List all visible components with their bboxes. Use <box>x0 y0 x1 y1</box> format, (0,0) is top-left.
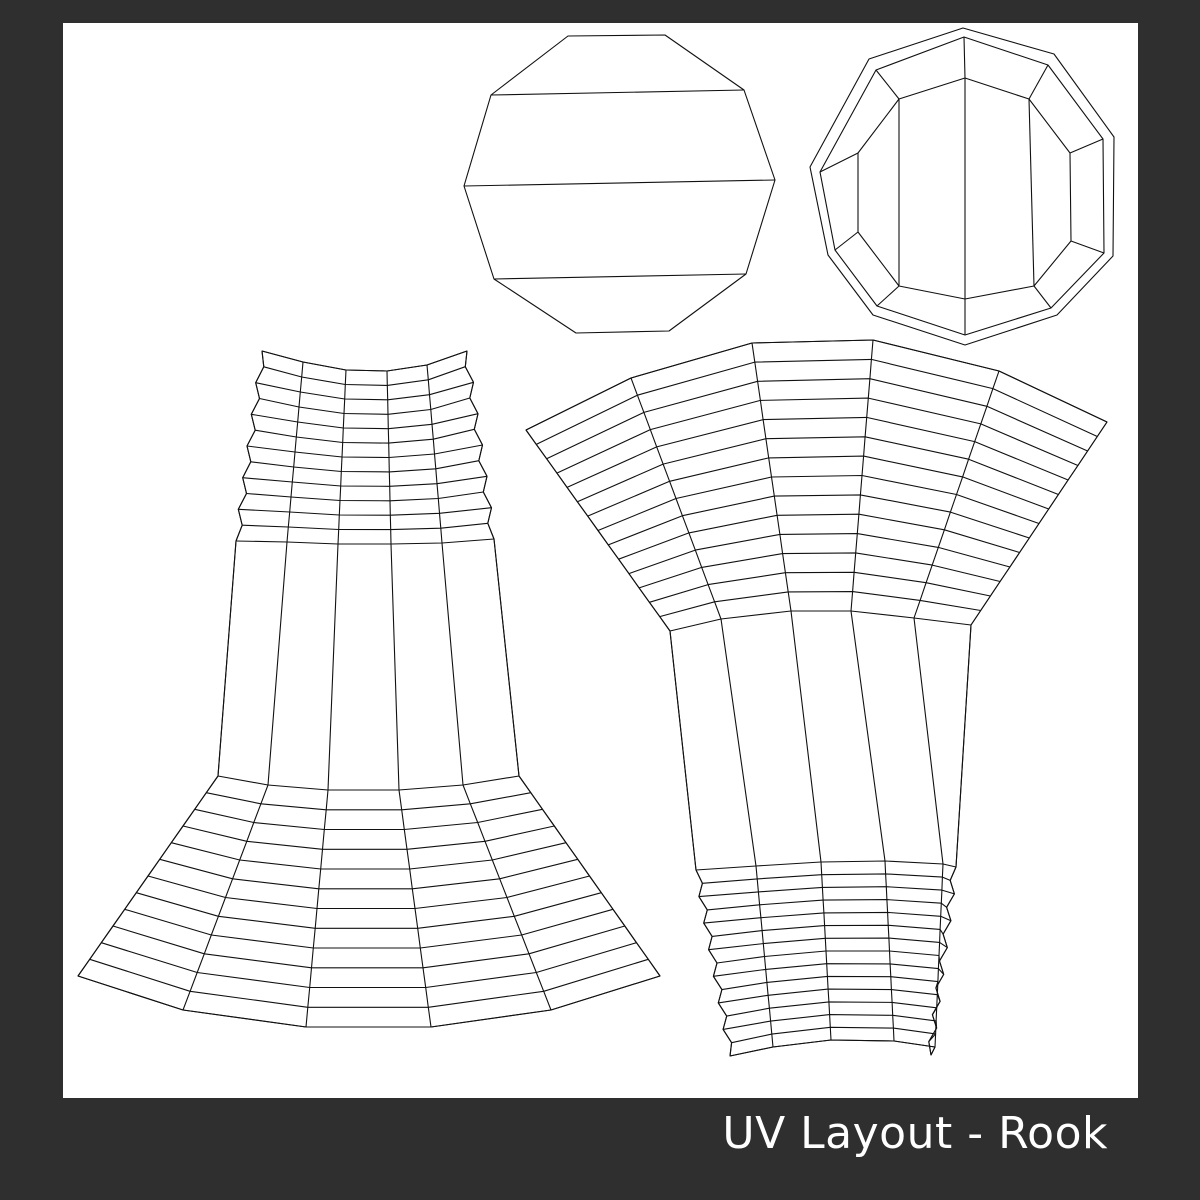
body-right-row-edge <box>721 975 939 991</box>
uv-island-crown-top <box>809 27 1115 346</box>
body-right-column-edge <box>630 377 774 1048</box>
body-right-row-edge <box>608 494 1030 546</box>
body-right-row-edge <box>708 937 948 951</box>
crown-mid-outline <box>819 36 1105 336</box>
body-left-row-edge <box>159 858 578 890</box>
body-left-row-edge <box>112 925 625 969</box>
body-right-column-edge <box>913 370 1000 1048</box>
body-right-row-edge <box>546 378 1088 460</box>
body-left-column-edge <box>182 361 304 1011</box>
body-left-row-edge <box>89 958 649 1008</box>
body-left-row-edge <box>171 842 567 870</box>
body-left-row-edge <box>246 444 483 459</box>
body-left-row-edge <box>238 507 492 516</box>
crown-bevel-edge <box>1033 285 1052 309</box>
body-right-row-edge <box>577 436 1059 503</box>
body-left-outline <box>77 350 661 1028</box>
body-left-column-edge <box>305 369 347 1028</box>
crown-bevel-edge <box>876 285 900 307</box>
body-left-row-edge <box>246 491 484 502</box>
body-left-column-edge <box>464 350 661 977</box>
crown-bevel-edge <box>875 69 900 100</box>
cap-top-edge <box>493 273 747 280</box>
body-left-row-edge <box>136 892 602 929</box>
body-left-row-edge <box>206 792 531 811</box>
cap-top-outline <box>463 34 776 334</box>
uv-layout-caption: UV Layout - Rook <box>722 1108 1108 1159</box>
body-left-row-edge <box>255 381 474 401</box>
body-right-row-edge <box>716 950 941 964</box>
body-right-row-edge <box>587 455 1049 517</box>
body-right-row-edge <box>628 533 1011 575</box>
body-left-row-edge <box>235 538 495 545</box>
body-left-row-edge <box>182 825 555 850</box>
body-right-row-edge <box>566 416 1069 488</box>
body-right-row-edge <box>731 1026 937 1044</box>
body-left-row-edge <box>259 397 470 415</box>
body-right-row-edge <box>726 1001 938 1017</box>
body-right-row-edge <box>659 591 981 618</box>
crown-bevel-edge <box>1070 240 1105 254</box>
body-right-row-edge <box>703 911 952 924</box>
uv-island-cap-top <box>463 34 776 334</box>
uv-island-body-left <box>77 350 661 1028</box>
body-right-column-edge <box>928 421 1108 1056</box>
body-left-row-edge <box>194 808 543 831</box>
body-left-row-edge <box>217 775 520 791</box>
body-left-row-edge <box>101 942 637 989</box>
uv-island-body-right <box>525 339 1108 1057</box>
body-right-row-edge <box>695 860 957 871</box>
crown-bevel-edge <box>834 231 859 251</box>
body-right-row-edge <box>712 924 944 937</box>
body-right-column-edge <box>751 342 832 1041</box>
crown-bevel-edge <box>819 152 859 173</box>
body-right-row-edge <box>669 610 972 632</box>
body-right-row-edge <box>707 899 947 911</box>
uv-wireframe <box>77 27 1115 1057</box>
body-left-row-edge <box>242 475 488 487</box>
cap-top-edge <box>463 179 776 187</box>
crown-bevel-edge <box>963 36 966 79</box>
body-left-row-edge <box>147 875 590 910</box>
crown-bevel-edge <box>1028 64 1049 100</box>
body-left-row-edge <box>261 350 468 372</box>
body-right-column-edge <box>850 339 895 1042</box>
body-right-row-edge <box>649 571 991 603</box>
body-right-row-edge <box>597 474 1040 532</box>
crown-bevel-edge <box>1069 138 1104 154</box>
body-left-row-edge <box>255 428 475 444</box>
body-left-row-edge <box>251 413 479 430</box>
body-right-column-edge <box>525 429 733 1057</box>
crown-outer-outline <box>809 27 1115 346</box>
cap-top-edge <box>490 89 745 96</box>
body-right-row-edge <box>556 397 1079 474</box>
uv-canvas <box>63 23 1138 1098</box>
body-right-row-edge <box>702 873 951 884</box>
body-right-row-edge <box>618 513 1020 560</box>
body-right-row-edge <box>713 963 945 977</box>
body-right-row-edge <box>536 358 1098 445</box>
body-left-column-edge <box>386 370 432 1028</box>
crown-inner-edge <box>1028 98 1035 287</box>
body-right-row-edge <box>638 552 1001 589</box>
body-left-row-edge <box>250 460 479 473</box>
body-left-column-edge <box>426 364 552 1011</box>
body-left-row-edge <box>124 908 614 949</box>
body-left-row-edge <box>263 366 466 386</box>
body-left-row-edge <box>242 522 488 531</box>
body-right-outline <box>525 339 1108 1057</box>
body-right-row-edge <box>525 339 1108 431</box>
body-right-row-edge <box>698 886 955 898</box>
